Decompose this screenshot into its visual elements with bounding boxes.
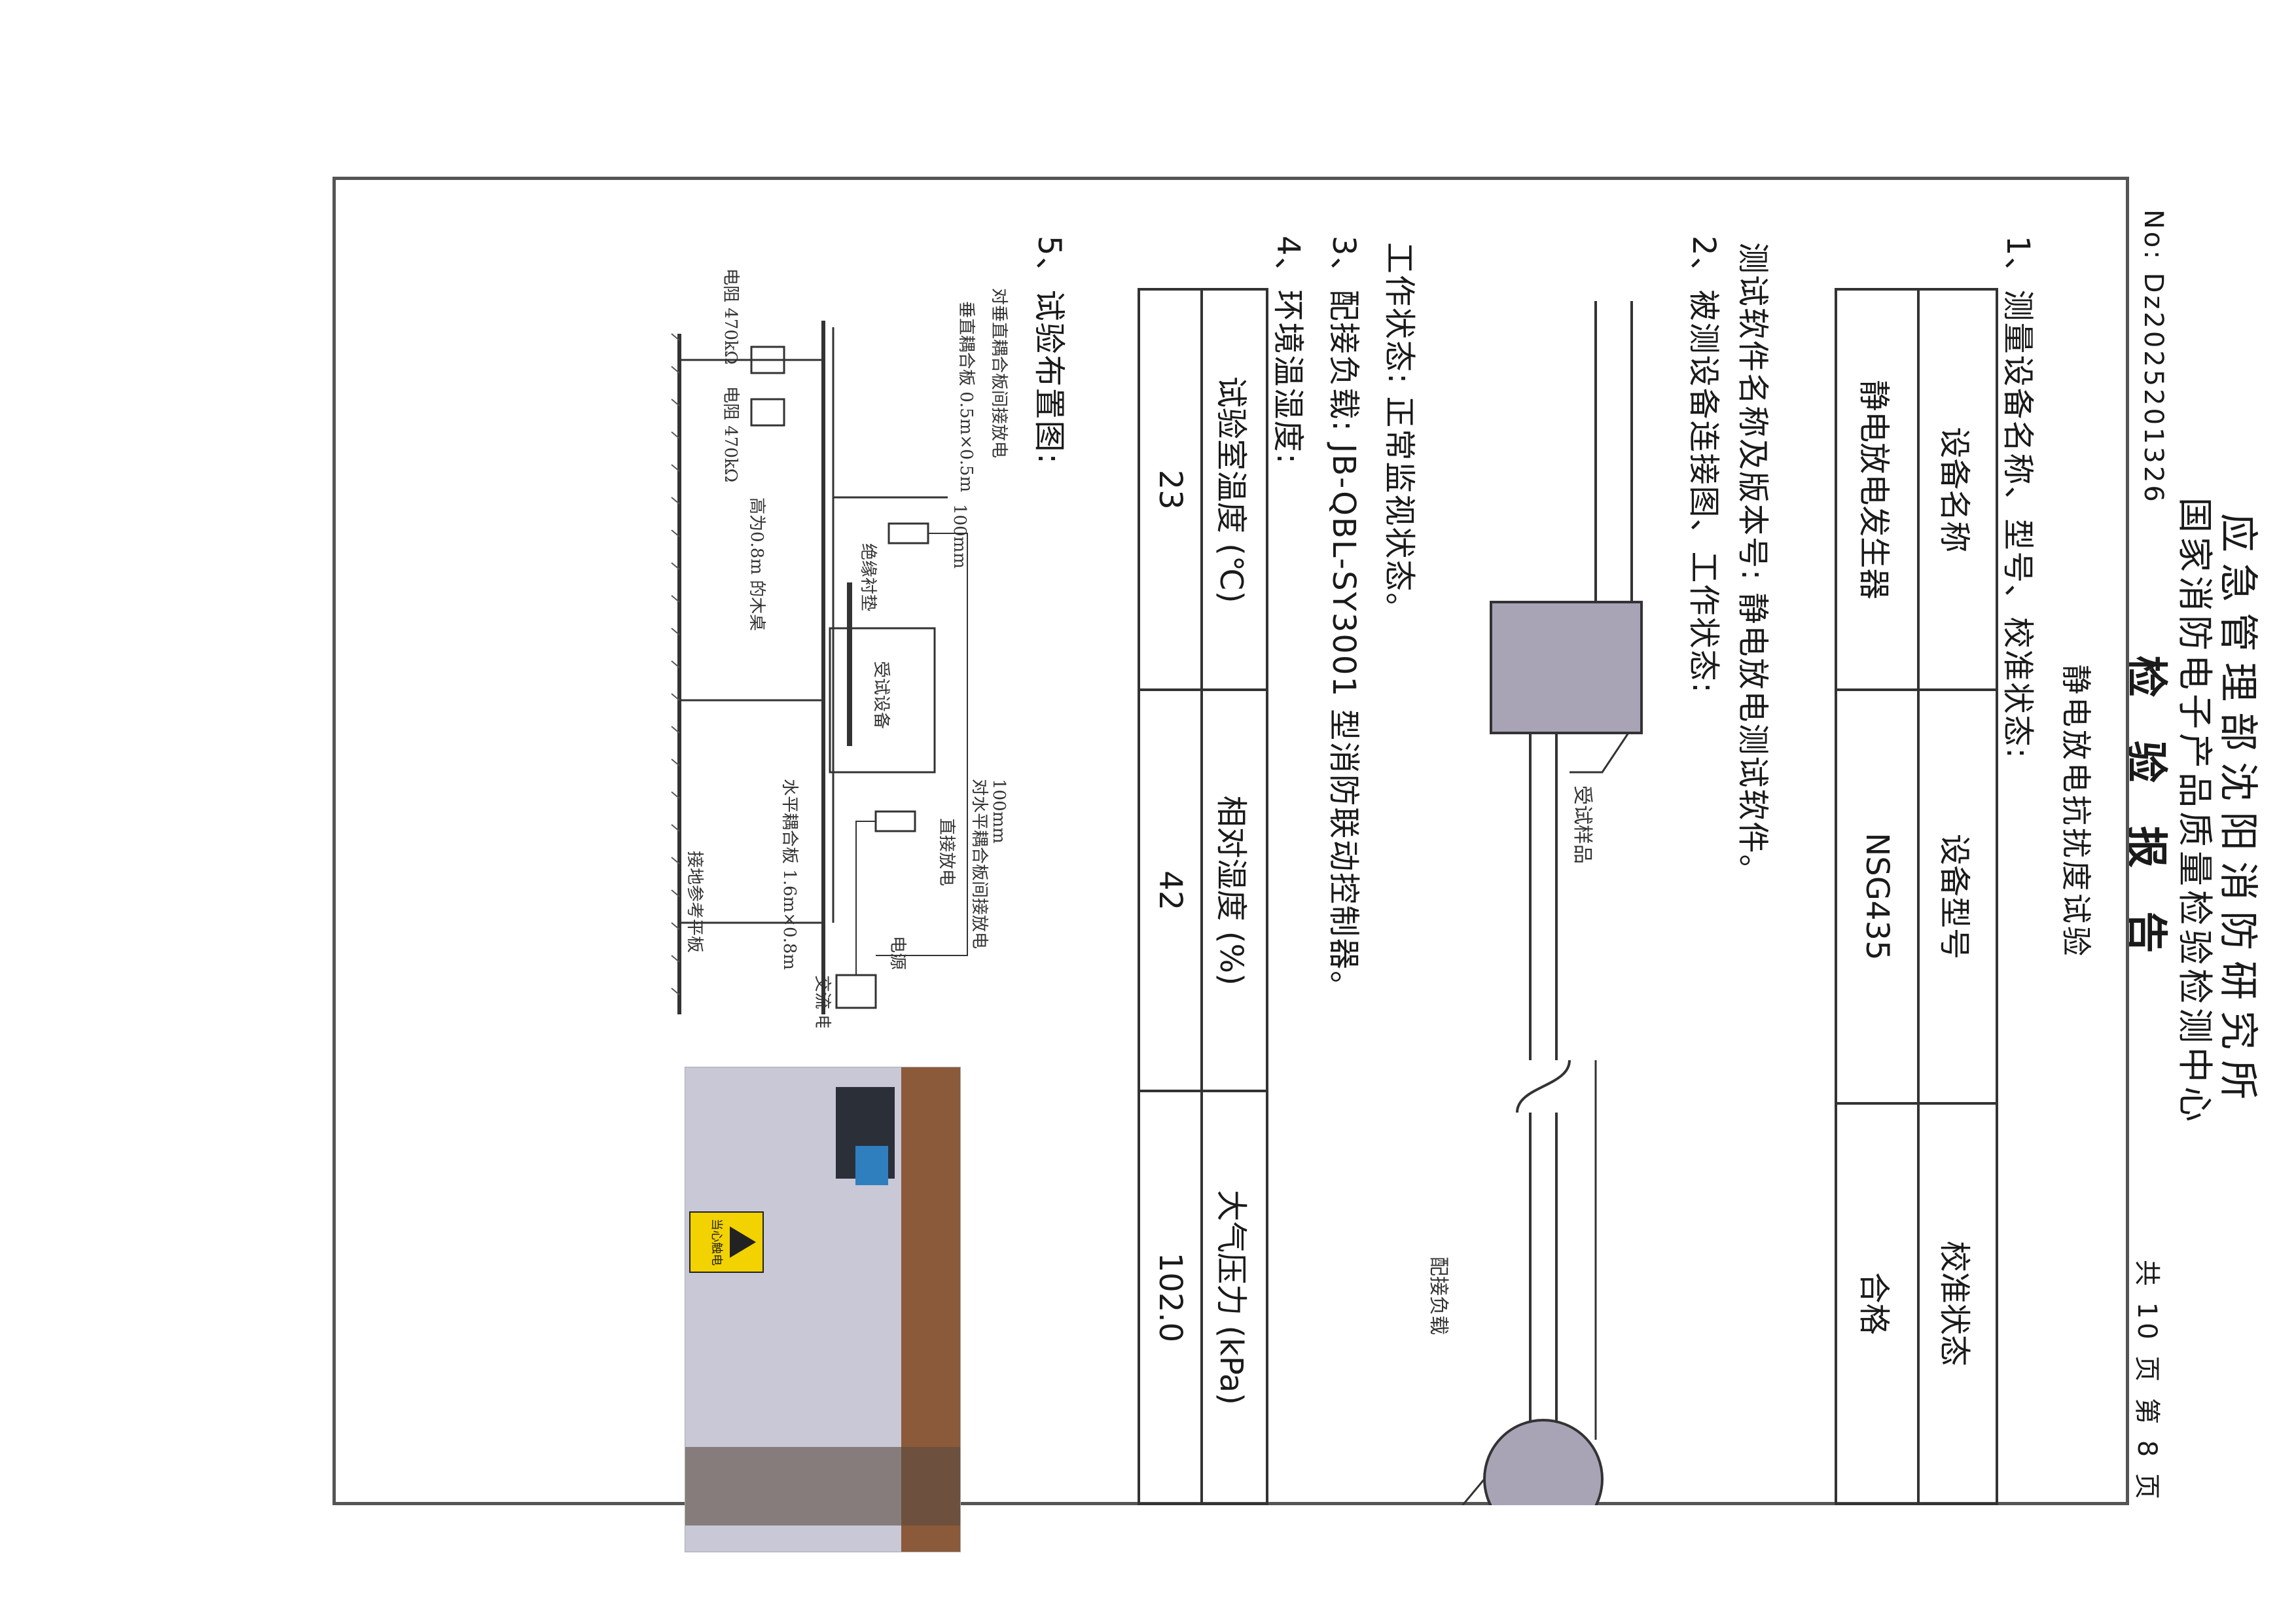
equip-name: 静电放电发生器	[1836, 289, 1918, 690]
equip-calib: 合格	[1836, 1103, 1918, 1504]
env-header-humidity: 相对湿度 (%)	[1202, 690, 1267, 1091]
direct-discharge-label: 直接放电	[937, 818, 956, 886]
eut-box	[1490, 601, 1643, 734]
load-circle	[1483, 1419, 1604, 1505]
warning-sign-text: 当心触电	[709, 1219, 723, 1266]
working-state: 工作状态: 正常监视状态。	[1381, 242, 1418, 626]
resistor-2-label: 电阻 470kΩ	[721, 386, 740, 482]
section-2-heading: 2、被测设备连接图、工作状态:	[1685, 236, 1722, 694]
eut-label: 受试样品	[1571, 785, 1594, 864]
software-name: 测试软件名称及版本号: 静电放电测试软件。	[1734, 242, 1771, 887]
env-pressure: 102.0	[1139, 1090, 1202, 1504]
equip-header-name: 设备名称	[1918, 289, 1997, 690]
equip-model: NSG435	[1836, 690, 1918, 1103]
resistor-1-label: 电阻 470kΩ	[721, 268, 740, 365]
test-title: 静电放电抗扰度试验	[2058, 664, 2094, 959]
power-label: 电源	[888, 936, 907, 970]
ac-power-label: 交流 电源	[812, 975, 832, 1027]
vcp-distance-label: 100mm	[950, 504, 969, 569]
env-header-temp: 试验室温度 (℃)	[1202, 289, 1267, 690]
ground-plane-label: 接地参考平板	[685, 851, 704, 953]
eut-label-layout: 受试设备	[871, 661, 891, 729]
test-layout-diagram: 接地参考平板 高为0.8m 的木桌 受试设备 绝缘衬垫 对垂直耦合板间接放电 垂…	[671, 268, 1009, 1027]
section-4-heading: 4、环境温湿度:	[1270, 236, 1306, 465]
vcp-size-label: 垂直耦合板 0.5m×0.5m	[956, 301, 976, 492]
equip-header-model: 设备型号	[1918, 690, 1997, 1103]
section-3-load: 3、配接负载: JB-QBL-SY3001 型消防联动控制器。	[1325, 236, 1362, 1004]
section-5-heading: 5、试验布置图:	[1031, 236, 1067, 465]
wood-table-label: 高为0.8m 的木桌	[747, 497, 766, 631]
eut-distance-label: 100mm	[989, 779, 1009, 844]
connection-diagram: 受试样品 配接负载	[1427, 301, 1643, 1505]
environment-table: 试验室温度 (℃) 相对湿度 (%) 大气压力 (kPa) 23 42 102.…	[1138, 288, 1268, 1505]
hcp-size-label: 水平耦合板 1.6m×0.8m	[780, 779, 799, 970]
warning-sign: 当心触电	[689, 1211, 764, 1273]
equipment-table: 设备名称 设备型号 校准状态 静电放电发生器 NSG435 合格	[1835, 288, 1998, 1505]
env-humidity: 42	[1139, 690, 1202, 1091]
env-temp: 23	[1139, 289, 1202, 690]
section-1-heading: 1、测量设备名称、型号、校准状态:	[2000, 236, 2036, 760]
warning-triangle-icon	[730, 1226, 756, 1258]
hcp-discharge-label: 对水平耦合板间接放电	[969, 779, 989, 949]
org-name-line2: 国家消防电子产品质量检验检测中心	[2174, 497, 2215, 1126]
insulator-label: 绝缘衬垫	[858, 543, 878, 611]
equip-header-calib: 校准状态	[1918, 1103, 1997, 1504]
vcp-discharge-label: 对垂直耦合板间接放电	[989, 288, 1009, 458]
load-label: 配接负载	[1427, 1257, 1450, 1335]
test-setup-photo: 当心触电	[685, 1067, 961, 1552]
env-header-pressure: 大气压力 (kPa)	[1202, 1090, 1267, 1504]
